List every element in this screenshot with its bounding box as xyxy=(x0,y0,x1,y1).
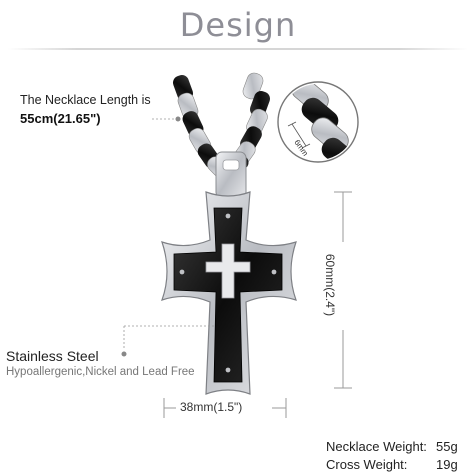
material-description: Hypoallergenic,Nickel and Lead Free xyxy=(6,366,195,378)
spec-necklace-weight-value: 55g xyxy=(436,439,458,454)
height-dimension xyxy=(334,191,352,389)
width-dimension xyxy=(163,398,287,418)
rivet xyxy=(271,269,277,275)
rivet xyxy=(179,269,185,275)
title-divider xyxy=(8,48,468,50)
necklace-leader-dot xyxy=(175,116,181,122)
spec-cross-weight-label: Cross Weight: xyxy=(326,457,408,472)
cross-inner-silver xyxy=(205,243,251,299)
rivet xyxy=(225,213,231,219)
necklace-length-caption: The Necklace Length is xyxy=(20,93,151,107)
rivet xyxy=(225,367,231,373)
width-dimension-label: 38mm(1.5") xyxy=(180,400,243,414)
spec-cross-weight-value: 19g xyxy=(436,457,458,472)
height-dimension-label: 60mm(2.4") xyxy=(323,253,337,317)
chain-zoom-circle xyxy=(277,81,359,163)
necklace-length-value: 55cm(21.65") xyxy=(20,111,101,126)
pendant-bail xyxy=(215,151,247,199)
steel-leader-dot xyxy=(121,351,127,357)
page-title: Design xyxy=(179,6,297,44)
material-title: Stainless Steel xyxy=(6,348,99,364)
spec-necklace-weight-label: Necklace Weight: xyxy=(326,439,427,454)
